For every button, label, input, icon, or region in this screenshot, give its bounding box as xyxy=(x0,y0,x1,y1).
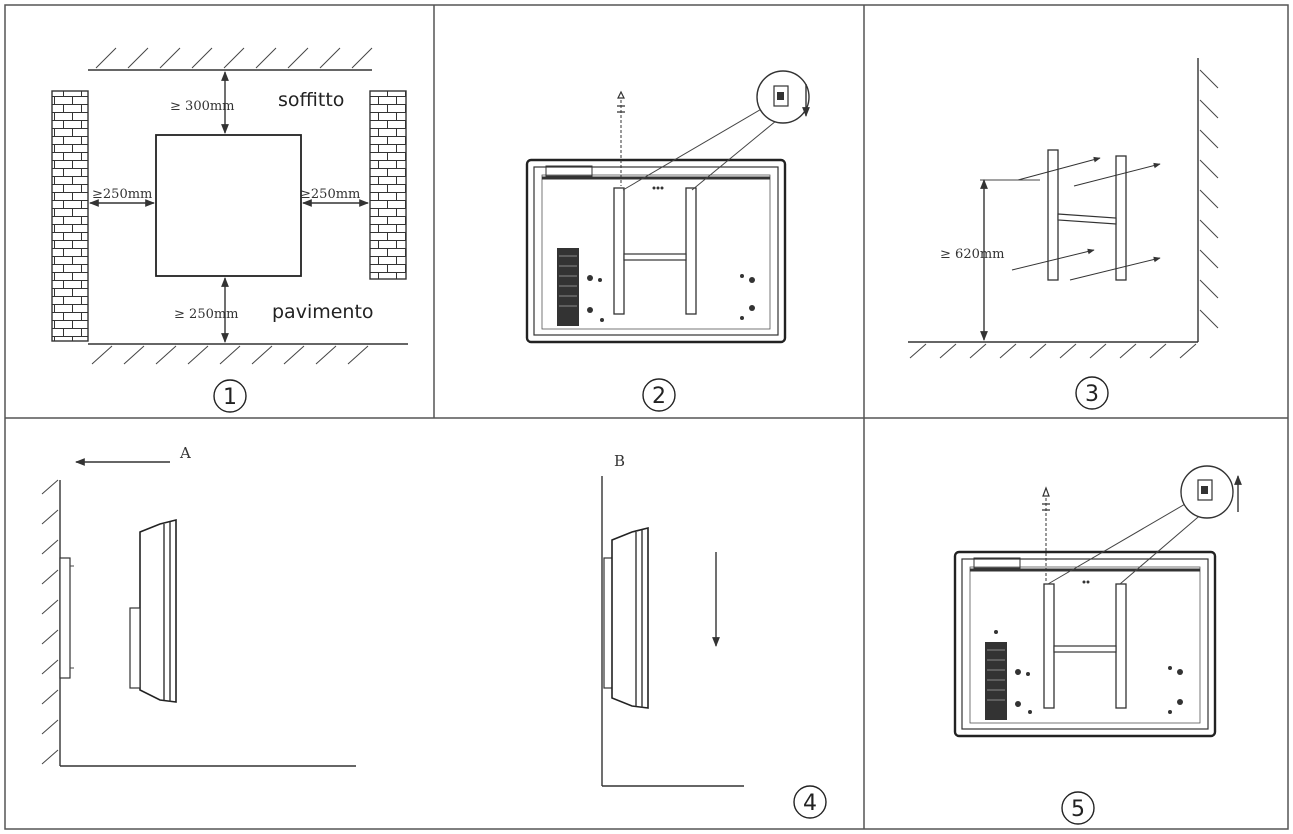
control-unit xyxy=(557,248,579,326)
panel-4-hang-heater: A B xyxy=(41,444,827,819)
panel-grid xyxy=(4,4,1289,830)
heater-side-view-a xyxy=(129,518,177,703)
left-distance-label: ≥250mm xyxy=(92,187,152,202)
step-number-5: 5 xyxy=(1071,797,1085,822)
control-unit-5 xyxy=(985,642,1007,720)
step-circle-2 xyxy=(642,378,676,412)
step-circle-4 xyxy=(793,785,827,819)
wall-bracket xyxy=(613,187,697,315)
height-distance-label: ≥ 620mm xyxy=(940,247,1005,262)
heater-side-view-b xyxy=(603,526,649,709)
panel-1-clearances: ≥ 300mm soffitto ≥250mm ≥250mm ≥ 250mm p… xyxy=(51,47,408,413)
step-number-2: 2 xyxy=(652,384,666,409)
panel-3-bracket-on-wall: ≥ 620mm 3 xyxy=(908,58,1219,410)
ceiling-hatch xyxy=(88,47,373,71)
panel-2-bracket-on-heater: 2 xyxy=(525,70,810,412)
ceiling-distance-label: ≥ 300mm xyxy=(170,99,235,114)
step-number-4: 4 xyxy=(803,791,817,816)
floor-label: pavimento xyxy=(272,301,374,323)
floor-distance-label: ≥ 250mm xyxy=(174,307,239,322)
screw-icon-5 xyxy=(1042,486,1050,511)
left-brick-wall xyxy=(51,90,89,342)
wall-bracket-side xyxy=(59,557,71,679)
right-brick-wall xyxy=(369,90,407,280)
floor-hatch xyxy=(88,343,408,365)
right-distance-label: ≥250mm xyxy=(300,187,360,202)
label-a: A xyxy=(179,444,191,462)
step-circle-5 xyxy=(1061,791,1095,825)
step-circle-3 xyxy=(1075,376,1109,410)
heater-back-frame-5 xyxy=(953,550,1217,738)
screw-icon xyxy=(617,90,625,113)
heater-back-frame xyxy=(525,158,787,344)
wall-bracket-5 xyxy=(1043,583,1127,709)
label-b: B xyxy=(614,452,625,470)
step-number-3: 3 xyxy=(1085,382,1099,407)
step-number-1: 1 xyxy=(223,385,237,410)
step-circle-1 xyxy=(213,379,247,413)
panel-5-lock-heater: 5 xyxy=(953,465,1242,825)
ceiling-label: soffitto xyxy=(278,89,344,111)
heater-outline xyxy=(155,134,302,277)
